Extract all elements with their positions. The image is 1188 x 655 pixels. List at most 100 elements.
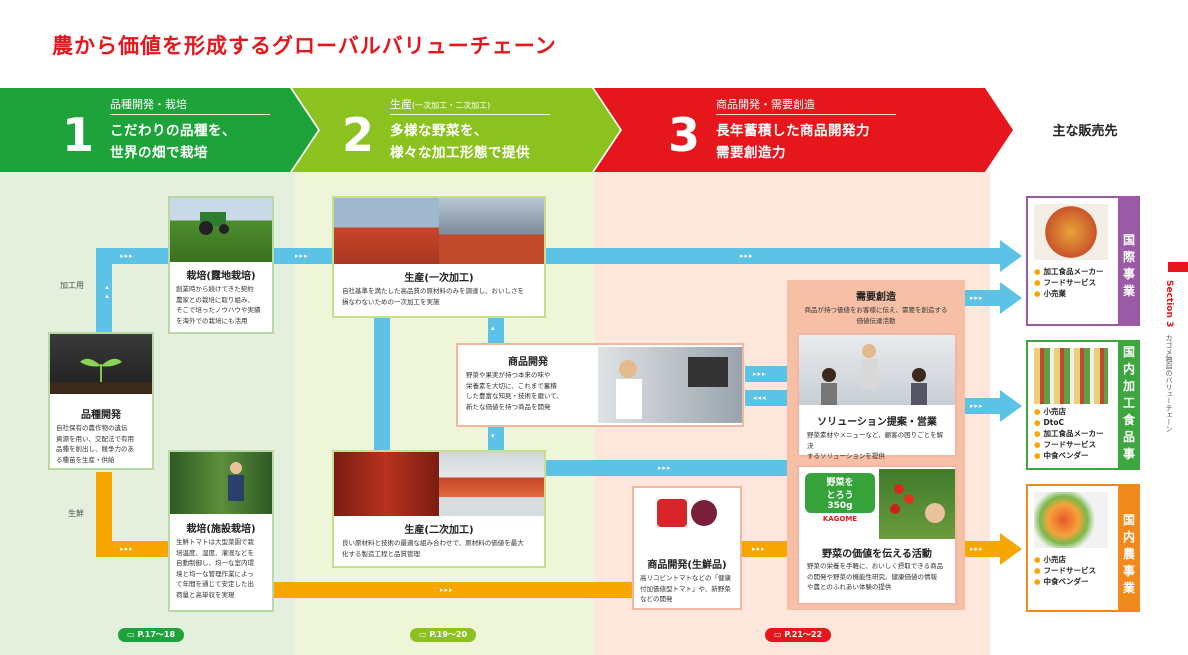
stage-header-bar — [0, 88, 1020, 172]
product-dev-desc: 野菜や果実が持つ本来の味や栄養素を大切に、これまで蓄積した豊富な知見・技術を磨い… — [458, 368, 598, 414]
demand-desc: 商品が持つ価値をお客様に伝え、需要を創造する価値伝達活動 — [787, 303, 965, 328]
researcher-icon — [616, 357, 728, 419]
chevron-icon: ▸▸▸ — [120, 545, 134, 553]
desc-line: 生鮮トマトは大型菜園で栽 — [176, 538, 254, 546]
stage-3-text: 長年蓄積した商品開発力需要創造力 — [716, 120, 870, 164]
channels-title: 主な販売先 — [1052, 124, 1118, 139]
section-label: Section 3 カゴメ独自のバリューチェーン — [1164, 280, 1174, 432]
stage-2-line2: 様々な加工形態で提供 — [390, 145, 530, 161]
channel-agri-list: ●小売店 ●フードサービス ●中食ベンダー — [1034, 554, 1138, 587]
flow-line-primary-dev — [488, 318, 504, 344]
chevron-up-icon: ▴▴ — [103, 283, 111, 301]
chevron-icon: ▸▸▸ — [440, 586, 454, 594]
primary-processing-box: 生産(一次加工) 自社基準を満たした高品質の原材料のみを調達し、おいしさを損なわ… — [332, 196, 546, 318]
desc-line: するソリューションを提供 — [807, 452, 885, 460]
tag-char: 業 — [1122, 284, 1135, 298]
stage-1-arrow — [0, 88, 318, 172]
breeding-desc: 自社保有の農作物の遺伝資源を用い、交配法で有用品種を創出し、競争力のある種苗を生… — [50, 421, 152, 467]
stage-2-divider — [390, 114, 550, 115]
solution-box: ソリューション提案・営業 野菜素材やメニューなど、顧客の困りごとを解決するソリュ… — [797, 333, 957, 460]
desc-line: 品種を創出し、競争力のあ — [56, 445, 134, 453]
chevron-icon: ▸▸▸ — [970, 545, 984, 553]
book-icon: ▭ — [127, 630, 138, 639]
stage-3-caption: 商品開発・需要創造 — [716, 98, 815, 111]
logo-badge: 野菜を とろう 350g — [805, 473, 875, 513]
list-item: ●加工食品メーカー — [1034, 267, 1104, 276]
tank-photo — [334, 452, 439, 516]
desc-line: 培温度、湿度、灌漑などを — [176, 548, 254, 557]
desc-line: 野菜や果実が持つ本来の味や — [466, 371, 551, 379]
stage-3-line2: 需要創造力 — [716, 145, 786, 161]
open-field-title: 栽培(露地栽培) — [186, 271, 256, 282]
kagome-logo: KAGOME — [822, 515, 858, 523]
veg-350-logo: 野菜を とろう 350g KAGOME — [805, 473, 875, 537]
seedling-photo — [50, 334, 152, 394]
flow-line-to-open-field — [96, 248, 171, 264]
open-field-desc: 創業時から続けてきた契約農家との栽培に取り組み、そこで培ったノウハウや実績を海外… — [170, 282, 272, 328]
list-item: ●DtoC — [1034, 418, 1065, 427]
flow-line-primary-to-secondary — [374, 290, 390, 452]
stage-2-text: 多様な野菜を、様々な加工形態で提供 — [390, 120, 530, 164]
logo-line1: 野菜を — [826, 478, 854, 488]
section-text: カゴメ独自のバリューチェーン — [1165, 334, 1173, 433]
stage-1-number: 1 — [62, 108, 95, 162]
value-comm-title: 野菜の価値を伝える活動 — [822, 549, 932, 560]
flow-line-fresh-dev — [740, 541, 792, 557]
page-title: 農から価値を形成するグローバルバリューチェーン — [52, 34, 557, 58]
list-item: ●小売店 — [1034, 407, 1067, 416]
value-comm-box: 野菜を とろう 350g KAGOME 野菜の価値を伝える活動 野菜の栄養を手軽… — [797, 465, 957, 605]
desc-line: て年間を通じて安定した出 — [176, 580, 254, 588]
tag-char: 事 — [1122, 267, 1135, 281]
flow-line-demand-international — [965, 290, 1000, 306]
flow-arrow-head-agri — [1000, 533, 1022, 565]
channel-domestic-list: ●小売店 ●DtoC ●加工食品メーカー ●フードサービス ●中食ベンダー — [1034, 406, 1138, 461]
tag-international: 国際事業 — [1118, 196, 1140, 326]
seedling-icon — [50, 358, 152, 394]
breeding-box: 品種開発 自社保有の農作物の遺伝資源を用い、交配法で有用品種を創出し、競争力のあ… — [48, 332, 154, 470]
desc-line: などの開発 — [640, 595, 673, 603]
chevron-left-icon: ◂◂◂ — [753, 394, 767, 402]
desc-line: そこで培ったノウハウや実績 — [176, 306, 261, 314]
tag-char: 国 — [1122, 513, 1135, 527]
chevron-up-icon: ▴ — [491, 324, 496, 332]
facility-box: 栽培(施設栽培) 生鮮トマトは大型菜園で栽培温度、湿度、灌漑などを自動制御し、均… — [168, 450, 274, 612]
desc-line: 境と均一な管理作業によっ — [176, 569, 254, 578]
desc-line: 野菜の栄養を手軽に、おいしく摂取できる商品 — [807, 562, 944, 570]
stage-3-line1: 長年蓄積した商品開発力 — [716, 123, 870, 139]
book-icon: ▭ — [419, 630, 430, 639]
solution-desc: 野菜素材やメニューなど、顧客の困りごとを解決するソリューションを提供 — [799, 428, 955, 464]
desc-line: 新たな価値を持つ商品を開発 — [466, 402, 551, 411]
tractor-photo — [170, 198, 272, 262]
chevron-icon: ▸▸▸ — [970, 294, 984, 302]
tag-char: 品 — [1122, 430, 1135, 444]
tomato-harvest-photo — [879, 469, 955, 539]
section-number: Section 3 — [1164, 280, 1174, 328]
desc-line: の開発や野菜の機能性研究、健康価値の情報 — [807, 572, 937, 581]
tomato-truck-photo — [334, 198, 439, 264]
flow-line-facility-fresh — [270, 582, 635, 598]
page-ref-2[interactable]: ▭ P.19〜20 — [410, 628, 477, 642]
tag-char: 工 — [1122, 396, 1135, 410]
page-ref-1[interactable]: ▭ P.17〜18 — [118, 628, 185, 642]
desc-line: 付加価値型トマト」や、新野菜 — [640, 584, 731, 593]
fresh-dev-title: 商品開発(生鮮品) — [647, 560, 727, 571]
desc-line: や農とのふれあい体験の提供 — [807, 583, 892, 591]
open-field-box: 栽培(露地栽培) 創業時から続けてきた契約農家との栽培に取り組み、そこで培ったノ… — [168, 196, 274, 334]
desc-line: る種苗を生産・供給 — [56, 455, 115, 464]
facility-title: 栽培(施設栽培) — [186, 524, 256, 535]
desc-line: 良い原材料と技術の最適な組み合わせで、原材料の価値を最大 — [342, 539, 524, 547]
flow-line-demand-domestic — [965, 398, 1000, 414]
secondary-photos — [334, 452, 544, 516]
flow-line-to-agri — [965, 541, 1000, 557]
list-item: ●フードサービス — [1034, 278, 1097, 287]
desc-line: 創業時から続けてきた契約 — [176, 285, 254, 293]
product-dev-text: 商品開発 野菜や果実が持つ本来の味や栄養素を大切に、これまで蓄積した豊富な知見・… — [458, 345, 598, 414]
chevron-down-icon: ▾ — [491, 432, 496, 440]
chevron-icon: ▸▸▸ — [120, 252, 134, 260]
people-icon — [821, 344, 927, 405]
page-ref-3[interactable]: ▭ P.21〜22 — [765, 628, 832, 642]
desc-line: 栄養素を大切に、これまで蓄積 — [466, 381, 557, 390]
breeding-title: 品種開発 — [81, 410, 121, 421]
stage-3-arrow — [594, 88, 1013, 172]
list-item: ●フードサービス — [1034, 566, 1097, 575]
